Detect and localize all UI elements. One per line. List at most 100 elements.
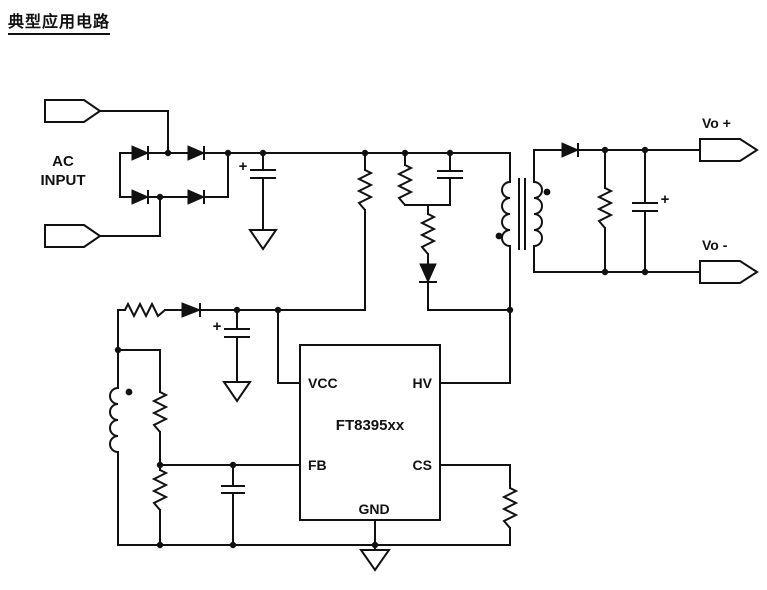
junction-dot	[156, 193, 164, 201]
diode-icon	[419, 263, 437, 284]
vo-minus-label: Vo -	[702, 237, 728, 253]
output-rectifier-diode	[561, 142, 580, 158]
fb-divider-upper-resistor	[153, 391, 167, 433]
ic-pin-label-gnd: GND	[358, 501, 389, 517]
diagram-title: 典型应用电路	[8, 8, 111, 35]
junction-dot	[446, 149, 454, 157]
ic-body	[299, 344, 441, 521]
aux-series-resistor	[124, 303, 166, 317]
ac-input-terminal-bottom	[44, 224, 102, 248]
vcc-capacitor: +	[213, 318, 250, 338]
wire-secondary-bottom	[533, 245, 701, 273]
junction-dot	[371, 541, 379, 549]
capacitors: + + +	[213, 158, 670, 494]
junction-dot	[506, 306, 514, 314]
diode-icon	[561, 142, 580, 158]
wire-vcc-pin	[277, 309, 301, 384]
junction-dot	[156, 461, 164, 469]
snubber-capacitor	[437, 170, 463, 179]
diodes	[131, 142, 580, 318]
ground-icon	[248, 229, 278, 251]
junction-dot	[601, 146, 609, 154]
ic-pin-label-cs: CS	[413, 457, 432, 473]
text-labels: AC INPUT Vo + Vo -	[41, 115, 731, 253]
aux-winding-coil	[109, 387, 119, 453]
junction-dot	[156, 541, 164, 549]
junction-dot	[641, 146, 649, 154]
junction-dot	[361, 149, 369, 157]
polarity-plus-sign: +	[213, 318, 222, 335]
junction-dot	[601, 268, 609, 276]
junction-dot	[259, 149, 267, 157]
primary-polarity-dot	[495, 232, 503, 240]
junction-dot	[641, 268, 649, 276]
ground-symbols	[222, 229, 391, 572]
ic-ft8395: VCC HV FT8395xx FB CS GND	[299, 344, 441, 521]
wire	[99, 110, 169, 154]
capacitor-plates	[221, 485, 245, 494]
junction-dot	[229, 541, 237, 549]
startup-resistor	[358, 169, 372, 211]
ic-pin-label-vcc: VCC	[308, 375, 338, 391]
bridge-diode-icon	[131, 189, 150, 205]
bridge-diode-icon	[187, 189, 206, 205]
ic-part-number: FT8395xx	[336, 417, 405, 434]
vo-plus-terminal	[699, 138, 759, 162]
main-transformer	[495, 178, 551, 250]
junction-dot	[224, 149, 232, 157]
wire-hv	[439, 245, 511, 384]
bridge-rectifier	[131, 145, 206, 205]
aux-winding	[109, 387, 133, 453]
aux-polarity-dot	[125, 388, 133, 396]
wire-secondary-top	[533, 149, 701, 183]
fb-divider-lower-resistor	[153, 469, 167, 511]
ic-pin-label-fb: FB	[308, 457, 327, 473]
junction-dot	[274, 306, 282, 314]
cs-sense-resistor	[503, 487, 517, 529]
wire	[99, 196, 161, 237]
wire	[117, 349, 161, 546]
fb-capacitor	[221, 485, 245, 494]
secondary-winding	[533, 181, 543, 247]
bulk-capacitor: +	[239, 158, 276, 179]
junction-dot	[164, 149, 172, 157]
output-capacitor: +	[632, 191, 670, 212]
vo-plus-label: Vo +	[702, 115, 731, 131]
ac-input-terminal-top	[44, 99, 102, 123]
junction-dot	[229, 461, 237, 469]
capacitor-plates	[224, 328, 250, 338]
snubber-resistor	[398, 164, 412, 206]
bridge-diode-icon	[187, 145, 206, 161]
wire	[427, 204, 511, 311]
primary-winding	[501, 181, 511, 247]
wire	[119, 152, 229, 198]
wire-main-rail	[227, 152, 511, 183]
transformer-core	[518, 178, 526, 250]
ac-input-label-line2: INPUT	[41, 172, 86, 189]
snubber-series-resistor	[421, 213, 435, 255]
bridge-diode-icon	[131, 145, 150, 161]
polarity-plus-sign: +	[239, 158, 248, 175]
ic-pin-label-hv: HV	[413, 375, 433, 391]
ac-input-label-line1: AC	[52, 153, 74, 170]
capacitor-plates	[437, 170, 463, 179]
ground-icon	[222, 381, 252, 403]
capacitor-plates	[250, 169, 276, 179]
secondary-polarity-dot	[543, 188, 551, 196]
junction-dot	[114, 346, 122, 354]
junction-dot	[401, 149, 409, 157]
terminals	[44, 99, 759, 284]
vo-minus-terminal	[699, 260, 759, 284]
aux-rectifier-diode	[181, 302, 202, 318]
wire-vcc-node	[117, 309, 366, 389]
junction-dots	[114, 146, 649, 549]
snubber-diode	[419, 263, 437, 284]
junction-dot	[233, 306, 241, 314]
wire-cs-pin	[439, 464, 511, 546]
polarity-plus-sign: +	[661, 191, 670, 208]
ground-icon	[359, 549, 391, 572]
diode-icon	[181, 302, 202, 318]
capacitor-plates	[632, 202, 658, 212]
